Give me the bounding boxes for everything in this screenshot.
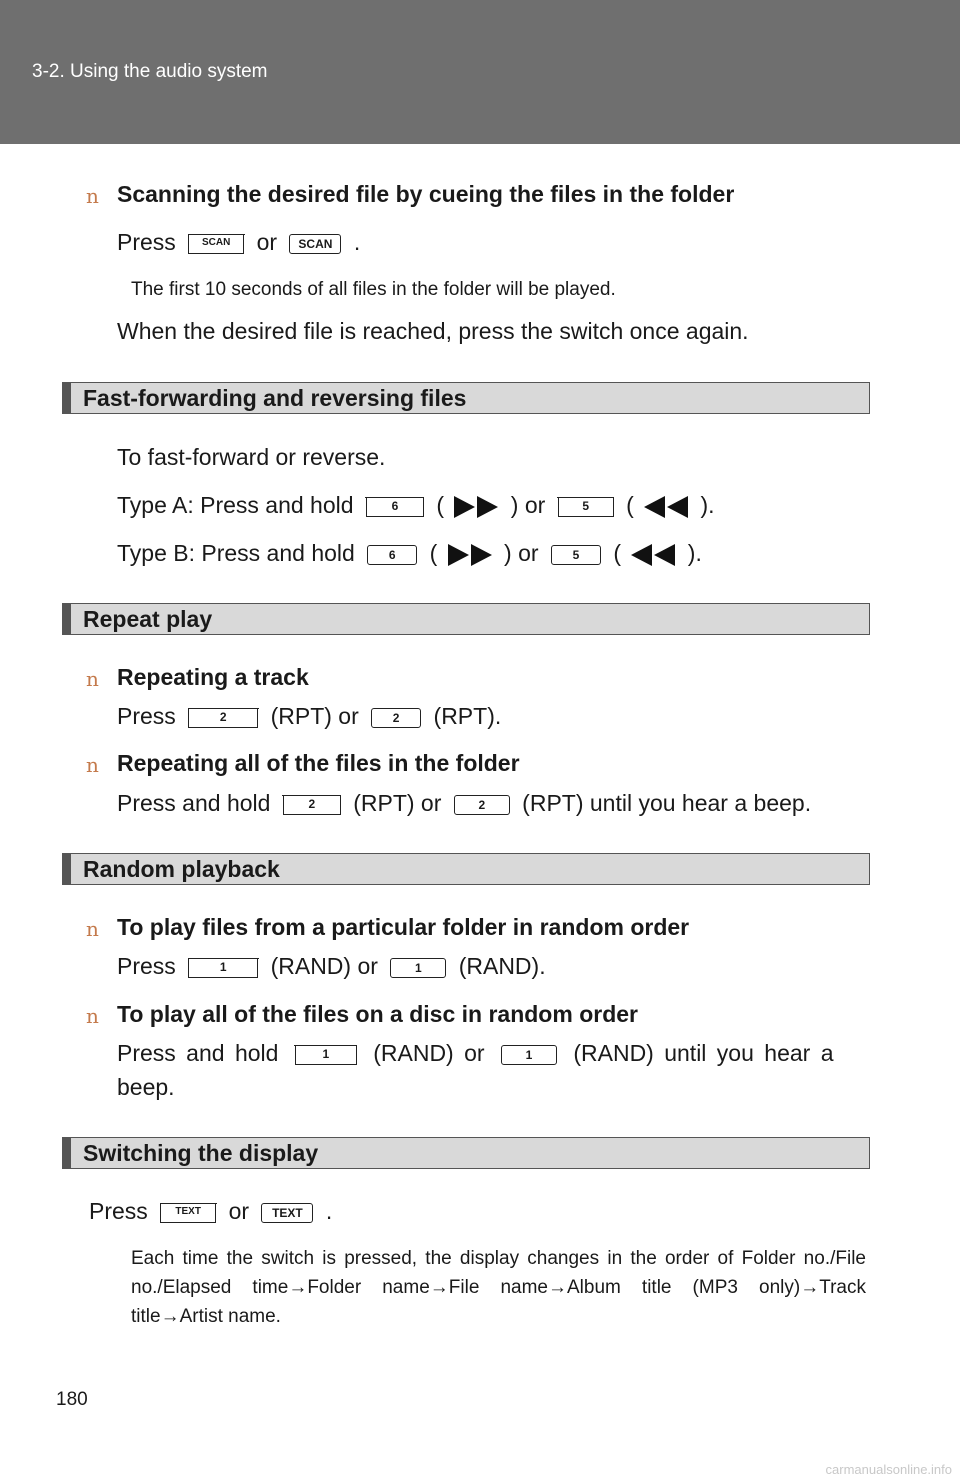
press-hold-text: Press and hold <box>117 790 271 816</box>
button-1-type-a: 1 <box>294 1044 358 1065</box>
random-disc-heading: To play all of the files on a disc in ra… <box>117 1001 638 1027</box>
rpt-or-text: (RPT) or <box>270 703 359 729</box>
section-title-display: Switching the display <box>83 1140 319 1166</box>
display-note: Each time the switch is pressed, the dis… <box>131 1248 866 1327</box>
rpt-or-text: (RPT) or <box>353 790 442 816</box>
button-1-type-b: 1 <box>390 957 447 978</box>
repeat-all-heading: Repeating all of the files in the folder <box>117 750 520 776</box>
button-2-type-a: 2 <box>282 794 342 815</box>
button-1-type-a: 1 <box>187 957 259 978</box>
press-text: Press <box>117 953 176 979</box>
page-number: 180 <box>56 1389 88 1410</box>
button-6-type-b: 6 <box>367 544 418 565</box>
random-folder-heading: To play files from a particular folder i… <box>117 914 690 940</box>
rewind-icon <box>631 543 676 566</box>
close-paren: ). <box>687 540 702 566</box>
page-header: 3-2. Using the audio system <box>0 0 960 144</box>
press-text: Press <box>117 703 176 729</box>
button-2-type-b: 2 <box>453 794 510 815</box>
fast-forward-icon <box>454 495 499 518</box>
section-bar-display: Switching the display <box>62 1137 870 1169</box>
ff-intro: To fast-forward or reverse. <box>117 444 386 470</box>
close-paren: ). <box>700 492 715 518</box>
scan-heading: Scanning the desired file by cueing the … <box>117 181 735 207</box>
press-and-text: Press and hold <box>117 1040 279 1066</box>
press-text: Press <box>117 229 176 255</box>
open-paren: ( <box>429 540 438 566</box>
bullet-marker: n <box>86 753 99 777</box>
button-2-type-b: 2 <box>371 707 422 728</box>
button-1-type-b: 1 <box>500 1044 557 1065</box>
type-b-label: Type B: Press and hold <box>117 540 355 566</box>
open-paren: ( <box>626 492 634 518</box>
period-text: . <box>353 229 361 255</box>
type-a-label: Type A: Press and hold <box>117 492 354 518</box>
button-5-type-a: 5 <box>557 496 615 517</box>
open-paren: ( <box>613 540 621 566</box>
press-text: Press <box>89 1198 148 1224</box>
display-press-line: Press TEXT or TEXT . <box>89 1198 332 1225</box>
bullet-marker: n <box>86 184 99 208</box>
section-title-repeat: Repeat play <box>83 606 213 632</box>
scan-button-type-b: SCAN <box>289 233 342 254</box>
rand-until-text: (RAND) until you hear a <box>573 1040 834 1066</box>
or-text: ) or <box>510 492 546 518</box>
bullet-marker: n <box>86 1004 99 1028</box>
text-button-type-b: TEXT <box>261 1202 314 1223</box>
section-title-random: Random playback <box>83 856 280 882</box>
random-disc-line: Press and hold 1 (RAND) or 1 (RAND) unti… <box>117 1040 834 1067</box>
or-text: or <box>256 229 278 255</box>
scan-note: The first 10 seconds of all files in the… <box>131 279 616 300</box>
section-title-fast-forward: Fast-forwarding and reversing files <box>83 385 467 411</box>
rpt-beep-text: (RPT) until you hear a beep. <box>522 790 812 816</box>
repeat-all-line: Press and hold 2 (RPT) or 2 (RPT) until … <box>117 790 811 817</box>
period-text: . <box>325 1198 333 1224</box>
scan-button-type-a: SCAN <box>187 233 245 254</box>
section-title: 3-2. Using the audio system <box>32 61 268 82</box>
ff-type-b-line: Type B: Press and hold 6 ( ) or 5 ( ). <box>117 540 702 567</box>
random-folder-line: Press 1 (RAND) or 1 (RAND). <box>117 953 546 980</box>
rand-or-text: (RAND) or <box>373 1040 485 1066</box>
ff-type-a-line: Type A: Press and hold 6 ( ) or 5 ( ). <box>117 492 715 519</box>
open-paren: ( <box>436 492 444 518</box>
or-text: or <box>228 1198 250 1224</box>
repeat-track-heading: Repeating a track <box>117 664 309 690</box>
button-2-type-a: 2 <box>187 707 259 728</box>
button-5-type-b: 5 <box>550 544 601 565</box>
rand-end-text: (RAND). <box>458 953 546 979</box>
section-bar-repeat: Repeat play <box>62 603 870 635</box>
scan-after: When the desired file is reached, press … <box>117 318 749 344</box>
bullet-marker: n <box>86 917 99 941</box>
rand-or-text: (RAND) or <box>270 953 378 979</box>
beep-text: beep. <box>117 1074 175 1100</box>
or-text: ) or <box>504 540 539 566</box>
section-bar-random: Random playback <box>62 853 870 885</box>
bullet-marker: n <box>86 667 99 691</box>
section-bar-fast-forward: Fast-forwarding and reversing files <box>62 382 870 414</box>
rpt-end-text: (RPT). <box>433 703 502 729</box>
repeat-track-line: Press 2 (RPT) or 2 (RPT). <box>117 703 501 730</box>
scan-press-line: Press SCAN or SCAN . <box>117 229 360 256</box>
button-6-type-a: 6 <box>365 496 425 517</box>
fast-forward-icon <box>447 543 492 566</box>
text-button-type-a: TEXT <box>159 1202 217 1223</box>
watermark: carmanualsonline.info <box>825 1462 952 1477</box>
rewind-icon <box>644 495 689 518</box>
